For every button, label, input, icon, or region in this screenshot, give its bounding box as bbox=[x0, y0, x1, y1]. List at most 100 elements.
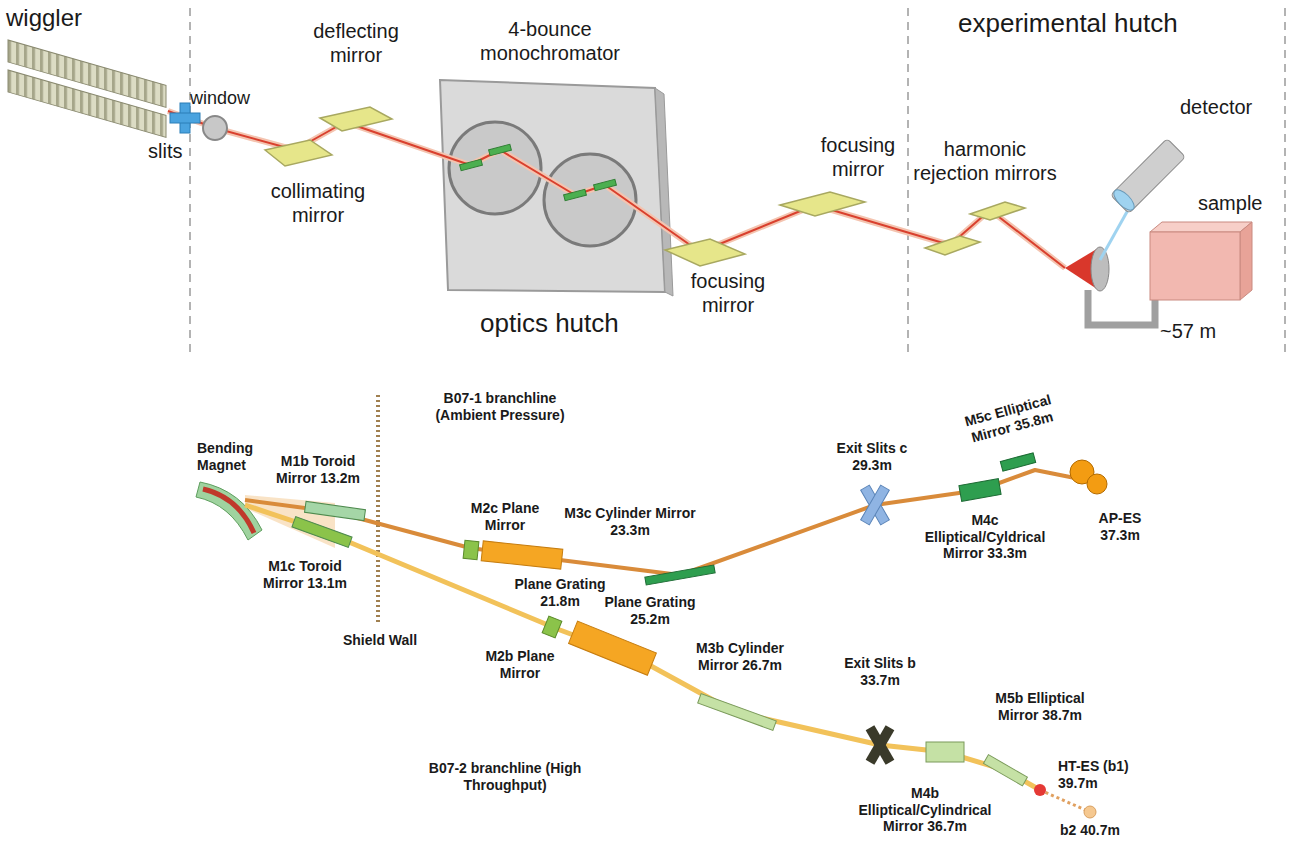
bending-magnet bbox=[196, 482, 262, 540]
sample-box-side bbox=[1240, 222, 1252, 300]
endstation-point bbox=[1034, 784, 1046, 796]
emission-ray bbox=[1100, 210, 1128, 260]
component-label: focusing mirror bbox=[808, 134, 908, 181]
divider-line bbox=[907, 8, 909, 355]
branch-beams bbox=[245, 470, 1090, 812]
component-label: M3c Cylinder Mirror 23.3m bbox=[550, 505, 710, 538]
beam-b07-1 bbox=[245, 470, 1075, 575]
beam-b07-2 bbox=[245, 505, 1040, 790]
component-label: AP-ES 37.3m bbox=[1085, 510, 1155, 543]
focusing-mirror bbox=[780, 192, 865, 216]
plane-grating bbox=[569, 621, 657, 675]
beam-halo bbox=[168, 111, 1065, 268]
component-label: M4b Elliptical/Cylindrical Mirror 36.7m bbox=[855, 785, 995, 835]
component-label: M2b Plane Mirror bbox=[475, 648, 565, 681]
mirrors bbox=[265, 107, 1025, 266]
sample-box-top bbox=[1150, 222, 1252, 232]
component-label: b2 40.7m bbox=[1060, 822, 1120, 839]
slit-blade bbox=[170, 113, 200, 123]
exit-slit-blade bbox=[861, 485, 890, 525]
detector-body bbox=[1111, 139, 1186, 214]
component-label: slits bbox=[148, 140, 208, 164]
endstation-point bbox=[1084, 806, 1096, 818]
deflecting-mirror bbox=[320, 107, 392, 131]
stage-frame bbox=[1088, 290, 1155, 325]
focusing-mirror bbox=[665, 239, 745, 266]
toroid-mirror bbox=[305, 501, 366, 520]
component-label: detector bbox=[1180, 96, 1280, 120]
collimating-mirror bbox=[265, 140, 332, 166]
plane-mirror bbox=[542, 616, 562, 638]
component-label: Plane Grating 25.2m bbox=[595, 594, 705, 627]
detector-window bbox=[1111, 187, 1138, 214]
sample-stage bbox=[1065, 139, 1252, 325]
elliptical-mirror bbox=[926, 742, 964, 762]
sample-holder bbox=[1091, 247, 1109, 291]
magnet-body bbox=[196, 482, 262, 540]
optics-b07-2 bbox=[292, 517, 1096, 818]
crystal bbox=[594, 179, 617, 190]
elliptical-mirror bbox=[1000, 453, 1035, 471]
magnet-row bbox=[8, 70, 166, 137]
xray-beam bbox=[168, 111, 1065, 268]
toroid-mirror bbox=[292, 517, 352, 548]
component-label: harmonic rejection mirrors bbox=[910, 138, 1060, 185]
hutch-label: experimental hutch bbox=[958, 8, 1258, 39]
cylinder-mirror bbox=[645, 565, 715, 585]
wiggler-magnet bbox=[8, 40, 166, 137]
crystal bbox=[564, 189, 587, 200]
exit-slit-blade bbox=[866, 725, 895, 765]
component-label: M3b Cylinder Mirror 26.7m bbox=[685, 640, 795, 673]
mono-panel bbox=[440, 80, 665, 292]
sample-box bbox=[1150, 232, 1240, 300]
component-label: M2c Plane Mirror bbox=[455, 500, 555, 533]
optics-b07-1 bbox=[305, 453, 1107, 585]
monochromator bbox=[440, 80, 673, 296]
component-label: M5b Elliptical Mirror 38.7m bbox=[985, 690, 1095, 723]
mono-panel-edge bbox=[655, 88, 673, 296]
beam-core bbox=[168, 111, 1065, 268]
crystal bbox=[460, 159, 483, 170]
component-label: focusing mirror bbox=[678, 270, 778, 317]
exit-slit-blade bbox=[866, 725, 895, 765]
component-label: window bbox=[180, 88, 260, 109]
component-label: Shield Wall bbox=[330, 632, 430, 649]
branch-label: B07-2 branchline (High Throughput) bbox=[420, 760, 590, 793]
component-label: wiggler bbox=[6, 4, 126, 32]
component-label: deflecting mirror bbox=[301, 20, 411, 67]
elliptical-mirror bbox=[959, 479, 1001, 502]
component-label: Bending Magnet bbox=[197, 440, 267, 473]
component-label: Plane Grating 21.8m bbox=[505, 576, 615, 609]
component-label: Exit Slits c 29.3m bbox=[827, 440, 917, 473]
mono-crystals bbox=[460, 144, 617, 200]
component-label: M4c Elliptical/Cyldrical Mirror 33.3m bbox=[915, 512, 1055, 562]
component-label: M5c Elliptical Mirror 35.8m bbox=[953, 388, 1068, 448]
window-symbol bbox=[203, 116, 227, 140]
exit-slit-blade bbox=[861, 485, 890, 525]
component-label: sample bbox=[1198, 192, 1283, 216]
divider-line bbox=[189, 8, 191, 355]
cylinder-mirror bbox=[698, 694, 777, 731]
endstation bbox=[1087, 474, 1107, 494]
component-label: M1c Toroid Mirror 13.1m bbox=[255, 558, 355, 591]
component-label: M1b Toroid Mirror 13.2m bbox=[268, 453, 368, 486]
divider-line bbox=[1284, 8, 1286, 355]
component-label: HT-ES (b1) 39.7m bbox=[1058, 758, 1143, 791]
crystal bbox=[489, 144, 512, 155]
component-label: Exit Slits b 33.7m bbox=[835, 655, 925, 688]
shield-wall bbox=[376, 395, 380, 625]
harmonic-mirror bbox=[925, 236, 980, 255]
electron-orbit bbox=[203, 489, 254, 533]
harmonic-mirror bbox=[970, 202, 1025, 220]
plane-grating bbox=[481, 541, 563, 569]
hutch-label: optics hutch bbox=[480, 308, 700, 339]
component-label: collimating mirror bbox=[258, 180, 378, 227]
component-label: 4-bounce monochromator bbox=[460, 18, 640, 65]
plane-mirror bbox=[463, 540, 479, 559]
beam-extension bbox=[1040, 790, 1090, 812]
distance-label: ~57 m bbox=[1160, 320, 1260, 344]
branch-label: B07-1 branchline (Ambient Pressure) bbox=[415, 390, 585, 423]
hutch-dividers bbox=[190, 8, 1285, 355]
